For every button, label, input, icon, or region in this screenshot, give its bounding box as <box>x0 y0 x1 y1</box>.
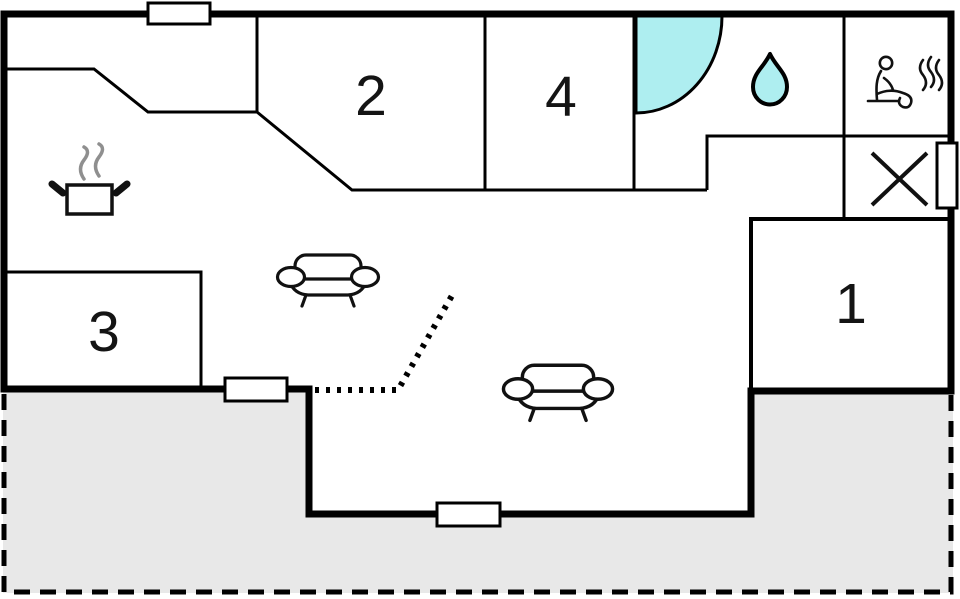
room3-walls <box>4 270 203 389</box>
window-left-bottom <box>223 376 289 403</box>
window-top <box>146 1 212 26</box>
room-1-label: 1 <box>835 272 867 336</box>
sauna-person-with-steam-icon <box>866 55 944 109</box>
crossed-box-icon <box>870 151 929 207</box>
pot-handles <box>48 180 131 197</box>
interior-walls <box>4 14 951 391</box>
wall-bath-step <box>705 134 951 190</box>
water-drop-icon <box>751 52 789 107</box>
room-4-label: 4 <box>545 65 577 129</box>
sauna-person-body <box>875 69 913 109</box>
windows <box>146 1 959 528</box>
sauna-person-head <box>878 55 894 71</box>
window-right <box>935 141 959 210</box>
window-bottom-center <box>435 501 502 528</box>
hall-wall <box>4 14 259 114</box>
cooking-pot-with-steam-icon <box>48 142 131 216</box>
shower-quarter-circle-icon <box>634 14 724 115</box>
room1-walls <box>749 217 951 391</box>
sauna-steam <box>918 55 944 92</box>
pot-body <box>65 183 114 216</box>
room-2-label: 2 <box>355 64 387 128</box>
room-3-label: 3 <box>88 300 120 364</box>
terrace-area <box>3 390 953 593</box>
steam-icon <box>78 142 105 181</box>
hall-wall-diagonal <box>256 110 707 192</box>
